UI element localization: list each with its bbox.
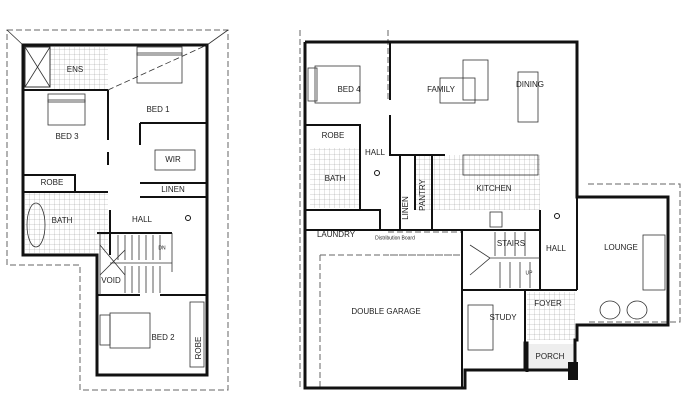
- bed-2-bed: [99, 312, 151, 349]
- room-label-kitchen: KITCHEN: [476, 184, 511, 193]
- armchair: [626, 300, 648, 320]
- room-label-stairs: STAIRS: [497, 239, 525, 248]
- upper-floor-plan: ENS BED 1 BED 3 WIR LINEN ROBE BATH HALL…: [6, 29, 229, 391]
- room-label-laundry: LAUNDRY: [317, 230, 356, 239]
- room-label-wir: WIR: [165, 155, 181, 164]
- distribution-board-label: Distribution Board: [375, 235, 415, 241]
- smoke-detector-icon: [554, 213, 560, 219]
- room-label-robe: ROBE: [41, 178, 64, 187]
- upper-stairs: [99, 233, 173, 295]
- smoke-detector-icon: [374, 170, 380, 176]
- room-label-robe: ROBE: [322, 131, 345, 140]
- room-label-hall-2: HALL: [546, 244, 567, 253]
- kitchen-tiles: [415, 155, 540, 210]
- room-label-void: VOID: [101, 276, 121, 285]
- smoke-detector-icon: [185, 215, 191, 221]
- bed-4-bed: [307, 65, 361, 104]
- room-label-double-garage: DOUBLE GARAGE: [351, 307, 420, 316]
- room-label-foyer: FOYER: [534, 299, 562, 308]
- room-label-linen: LINEN: [401, 196, 410, 220]
- room-label-dining: DINING: [516, 80, 544, 89]
- room-label-bath: BATH: [52, 216, 73, 225]
- room-label-bed-2: BED 2: [151, 333, 175, 342]
- room-label-bed-3: BED 3: [55, 132, 79, 141]
- room-label-porch: PORCH: [536, 352, 565, 361]
- bath-tiles: [25, 193, 108, 253]
- bathtub: [26, 202, 46, 248]
- room-label-bed-1: BED 1: [146, 105, 170, 114]
- lounge-sofa: [642, 234, 666, 291]
- ground-floor-plan: BED 4 ROBE BATH HALL FAMILY DINING KITCH…: [299, 30, 681, 390]
- cooktop: [489, 211, 503, 228]
- room-label-family: FAMILY: [427, 85, 456, 94]
- room-label-ens: ENS: [67, 65, 83, 74]
- foyer-tiles: [527, 292, 575, 340]
- room-label-lounge: LOUNGE: [604, 243, 638, 252]
- ground-stairs: [469, 232, 540, 288]
- armchair: [599, 300, 621, 320]
- room-label-study: STUDY: [489, 313, 517, 322]
- porch-floor: [527, 344, 575, 370]
- dining-table: [517, 71, 539, 123]
- room-label-linen: LINEN: [161, 185, 185, 194]
- bed-1-bed: [136, 46, 183, 84]
- study-desk: [467, 304, 494, 351]
- stairs-down-label: DN: [158, 245, 166, 251]
- room-label-bath: BATH: [325, 174, 346, 183]
- room-label-pantry: PANTRY: [418, 178, 427, 210]
- room-label-hall: HALL: [365, 148, 386, 157]
- room-label-robe-2: ROBE: [194, 337, 203, 360]
- ensuite-tiles: [50, 47, 108, 89]
- room-label-hall: HALL: [132, 215, 153, 224]
- kitchen-bench: [462, 154, 539, 176]
- room-label-bed-4: BED 4: [337, 85, 361, 94]
- ground-bath-tiles: [310, 148, 360, 208]
- stairs-up-label: UP: [526, 270, 534, 276]
- bed-3-bed: [47, 93, 86, 126]
